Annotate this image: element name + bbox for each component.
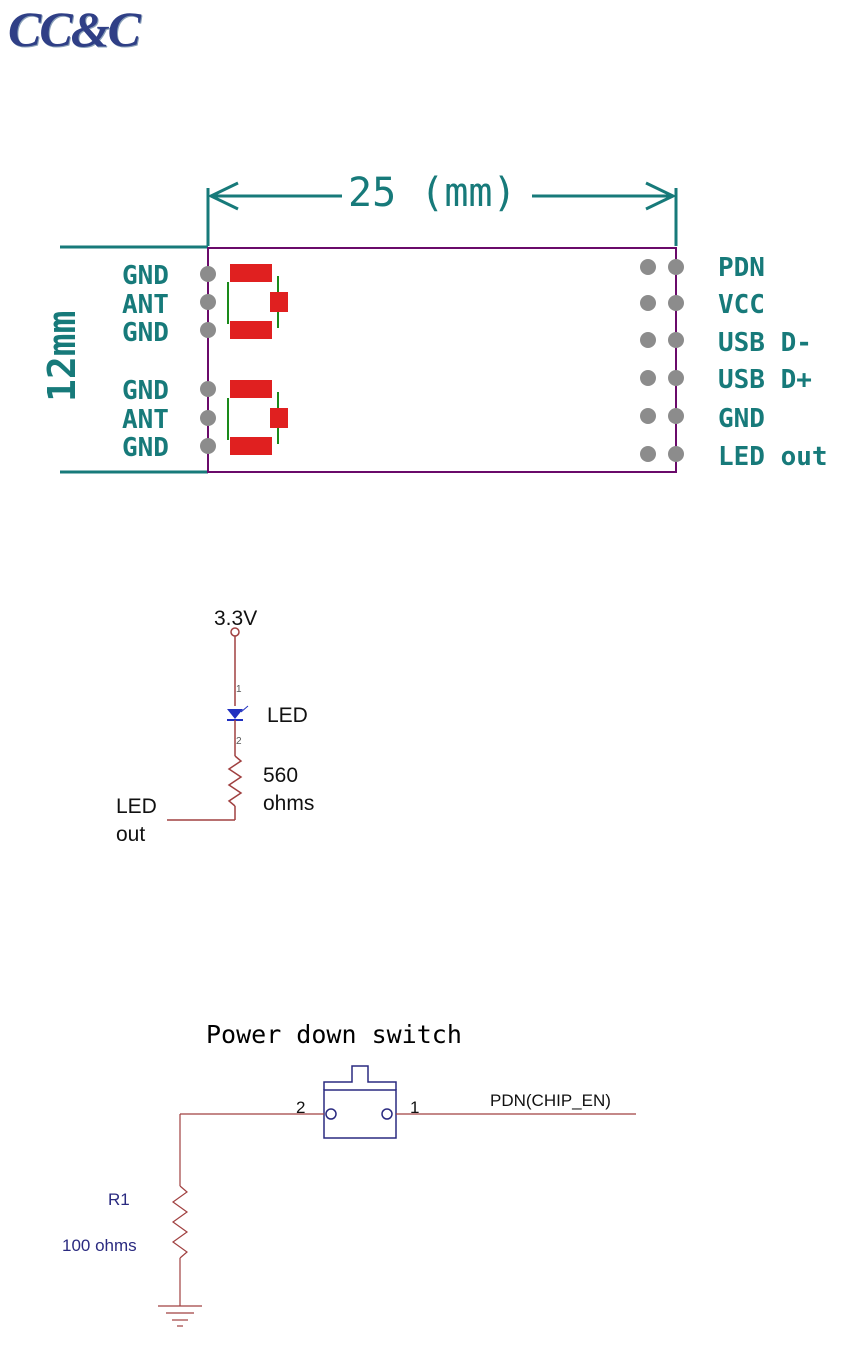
pdn-net-label: PDN(CHIP_EN) [490, 1091, 611, 1111]
r1-value: 100 ohms [62, 1236, 137, 1256]
switch-pin2-label: 2 [296, 1098, 305, 1118]
r1-reference: R1 [108, 1190, 130, 1210]
switch-pin1-label: 1 [410, 1098, 419, 1118]
